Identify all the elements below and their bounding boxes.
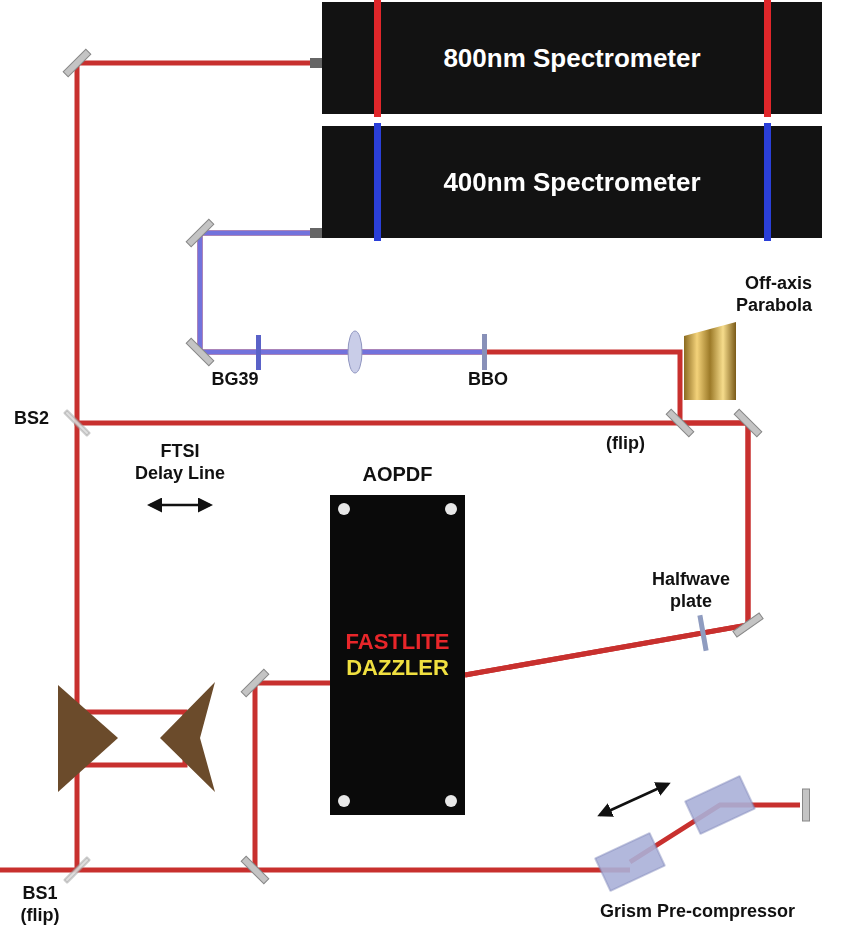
box-text: FASTLITE bbox=[346, 629, 450, 655]
beam-splitter bbox=[64, 857, 89, 882]
mount-hole bbox=[338, 503, 350, 515]
mount-hole bbox=[445, 503, 457, 515]
component-label: BS2 bbox=[14, 407, 64, 429]
spectrometer-box: 800nm Spectrometer bbox=[322, 2, 822, 114]
bg39-filter bbox=[256, 335, 261, 370]
bbo-crystal bbox=[482, 334, 487, 370]
component-label: Halfwave plate bbox=[645, 568, 737, 612]
clamp-band bbox=[374, 123, 381, 241]
mirror bbox=[734, 409, 762, 437]
mirror bbox=[63, 49, 91, 77]
component-label: BBO bbox=[458, 368, 518, 390]
lens bbox=[348, 331, 362, 373]
grism bbox=[595, 833, 665, 891]
box-text: 800nm Spectrometer bbox=[443, 43, 700, 74]
mirror bbox=[733, 613, 763, 637]
flip-mirror bbox=[666, 409, 694, 437]
box-heading: AOPDF bbox=[310, 463, 485, 486]
clamp-band bbox=[764, 123, 771, 241]
laser-beam bbox=[200, 233, 748, 675]
mirror bbox=[186, 219, 214, 247]
spectrometer-box: 400nm Spectrometer bbox=[322, 126, 822, 238]
off-axis-parabola bbox=[684, 322, 736, 400]
component-label: FTSI Delay Line bbox=[134, 440, 226, 484]
reference-beam bbox=[75, 423, 80, 870]
translation-arrow bbox=[150, 504, 210, 507]
box-text: DAZZLER bbox=[346, 655, 449, 681]
component-label: (flip) bbox=[606, 432, 666, 454]
beam-splitter bbox=[64, 410, 89, 435]
pickoff-beam bbox=[255, 683, 330, 870]
component-label: BG39 bbox=[205, 368, 265, 390]
translation-arrow bbox=[600, 784, 668, 815]
roof-prism bbox=[58, 685, 118, 792]
mirror bbox=[803, 789, 810, 821]
input-beam bbox=[0, 868, 630, 873]
fiber-input bbox=[310, 228, 322, 238]
blue-beam bbox=[200, 233, 485, 352]
mirror bbox=[241, 669, 269, 697]
component-label: BS1 (flip) bbox=[12, 882, 68, 926]
clamp-band bbox=[764, 0, 771, 117]
component-label: Grism Pre-compressor bbox=[600, 900, 830, 922]
fiber-input bbox=[310, 58, 322, 68]
halfwave-plate bbox=[697, 615, 708, 651]
clamp-band bbox=[374, 0, 381, 117]
box-text: 400nm Spectrometer bbox=[443, 167, 700, 198]
mirror bbox=[186, 338, 214, 366]
grism bbox=[685, 776, 755, 834]
aopdf-box: AOPDFFASTLITEDAZZLER bbox=[330, 495, 465, 815]
retro-reflector bbox=[160, 682, 215, 792]
mirror bbox=[241, 856, 269, 884]
component-label: Off-axis Parabola bbox=[700, 272, 812, 316]
mount-hole bbox=[338, 795, 350, 807]
mount-hole bbox=[445, 795, 457, 807]
